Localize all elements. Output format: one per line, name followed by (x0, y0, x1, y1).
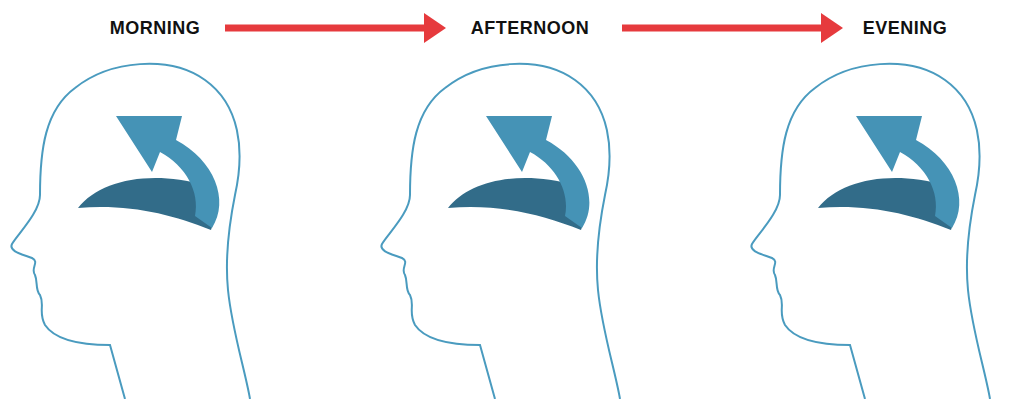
phase-label: EVENING (863, 16, 948, 40)
phase-label: MORNING (110, 16, 201, 40)
red-arrow (622, 13, 843, 43)
red-arrow (225, 13, 446, 43)
head-silhouette (11, 64, 250, 399)
phase-label: AFTERNOON (471, 16, 590, 40)
head-silhouette (751, 64, 990, 399)
head-silhouette (381, 64, 620, 399)
